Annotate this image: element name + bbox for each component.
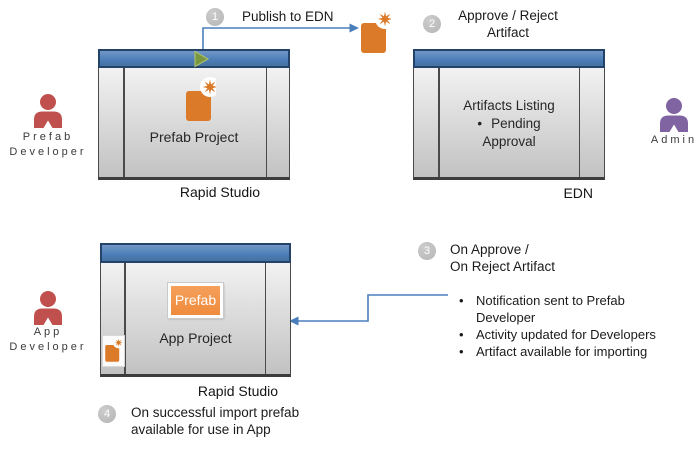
step-4-circle: 4 — [98, 405, 116, 423]
step-2-label: Approve / Reject Artifact — [448, 8, 568, 41]
window-rapid-studio-bottom: Prefab App Project — [100, 243, 291, 377]
actor-prefab-developer-label: Prefab Developer — [0, 130, 96, 160]
note-text: Activity updated for Developers — [476, 326, 656, 342]
artifacts-listing-line: Artifacts Listing — [463, 98, 555, 113]
window-caption: Rapid Studio — [197, 383, 279, 399]
panel-divider — [438, 68, 440, 177]
window-body: Artifacts Listing • Pending Approval — [413, 68, 605, 180]
note-item: • Artifact available for importing — [459, 344, 684, 361]
titlebar — [98, 49, 290, 68]
note-text: Artifact available for importing — [476, 343, 648, 359]
publish-connector-line — [202, 27, 351, 49]
prefab-button: Prefab — [168, 283, 223, 318]
person-icon — [34, 94, 62, 128]
project-label: Prefab Project — [149, 129, 239, 145]
actor-label-line: Prefab — [22, 131, 74, 143]
step-1-label: Publish to EDN — [242, 9, 334, 24]
approval-line: Approval — [482, 134, 536, 149]
step-1-circle: 1 — [206, 8, 224, 26]
step-label-line: Approve / Reject — [458, 8, 558, 23]
published-artifact-document-icon — [361, 9, 391, 53]
actor-app-developer-label: App Developer — [0, 325, 96, 355]
step-2-circle: 2 — [423, 15, 441, 33]
actor-label-line: Developer — [9, 341, 87, 353]
step-3-circle: 3 — [418, 242, 436, 260]
note-item: • Activity updated for Developers — [459, 327, 684, 344]
window-caption: Rapid Studio — [179, 184, 261, 200]
window-edn: Artifacts Listing • Pending Approval — [413, 49, 605, 180]
actor-label-line: App — [33, 326, 63, 338]
person-icon — [34, 291, 62, 325]
bullet-icon: • — [477, 116, 483, 131]
actor-admin-label: Admin — [650, 134, 698, 146]
titlebar — [100, 243, 291, 263]
pending-text: Pending — [491, 116, 541, 131]
panel-divider — [265, 68, 267, 177]
step-3-label: On Approve / On Reject Artifact — [450, 242, 555, 275]
panel-divider — [123, 68, 125, 177]
panel-divider — [264, 263, 266, 374]
approve-notes-list: • Notification sent to Prefab Developer … — [459, 293, 684, 361]
step-label-line: Artifact — [486, 24, 529, 40]
note-item: • Notification sent to Prefab Developer — [459, 293, 684, 326]
imported-prefab-document-icon — [105, 337, 122, 362]
window-body: Prefab Project — [98, 68, 290, 180]
step-label-line: available for use in App — [131, 421, 271, 437]
person-icon — [660, 98, 688, 132]
panel-divider — [578, 68, 580, 177]
actor-label-line: Developer — [9, 146, 87, 158]
bullet-icon: • — [459, 293, 464, 308]
play-icon — [194, 50, 210, 68]
bullet-icon: • — [459, 326, 464, 342]
approve-connector-line — [297, 294, 448, 322]
bullet-icon: • — [459, 343, 464, 359]
publish-arrowhead-icon — [349, 23, 359, 33]
note-text: Notification sent to Prefab Developer — [476, 293, 625, 325]
artifacts-listing-text: Artifacts Listing • Pending Approval — [414, 97, 604, 151]
window-body: Prefab App Project — [100, 263, 291, 377]
window-rapid-studio-top: Prefab Project — [98, 49, 290, 180]
window-caption: EDN — [563, 185, 593, 201]
step-label-line: On Approve / — [450, 242, 529, 257]
approve-arrowhead-icon — [289, 316, 299, 326]
new-artifact-document-icon — [186, 77, 216, 121]
step-label-line: On Reject Artifact — [450, 258, 556, 274]
titlebar — [413, 49, 605, 68]
step-label-line: On successful import prefab — [131, 405, 300, 420]
project-label: App Project — [159, 330, 232, 346]
pending-line: • Pending — [414, 115, 604, 133]
panel-divider — [124, 263, 126, 374]
step-4-label: On successful import prefab available fo… — [131, 405, 299, 438]
